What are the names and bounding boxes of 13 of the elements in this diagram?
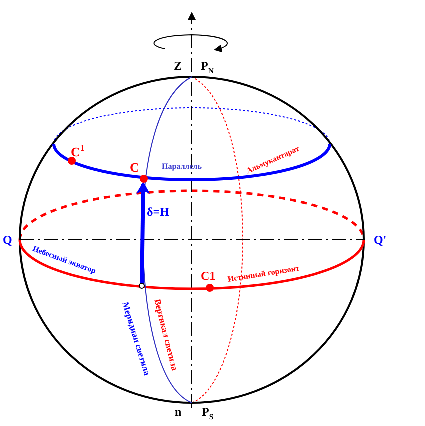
point-label: P$_{N}$ (201, 60, 214, 76)
curve-label: Вертикал светила (152, 298, 180, 372)
point-label: Q' (374, 234, 387, 246)
point-label: Q (3, 234, 12, 246)
curve-label: Истинный горизонт (227, 264, 300, 284)
curve-label: Параллель (162, 163, 202, 171)
point-label: P$_{S}$ (202, 406, 214, 422)
point-label: Z (174, 60, 182, 72)
point-label: C (130, 160, 140, 174)
point-label: C1 (201, 270, 216, 282)
angle-label: δ=H (147, 206, 170, 218)
point-label: n (175, 406, 182, 418)
point-label: C$^{1}$ (71, 144, 85, 158)
